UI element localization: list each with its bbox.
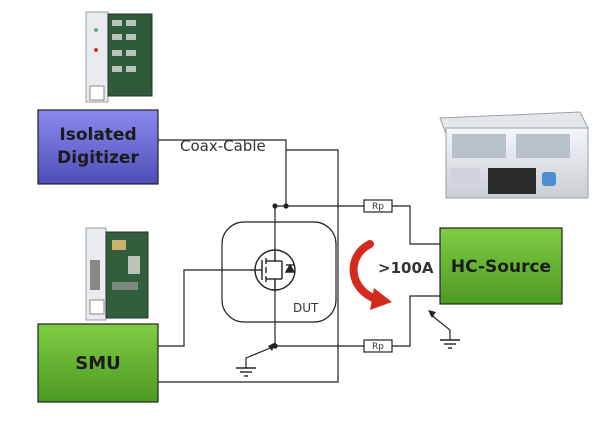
isolated-digitizer-block: Isolated Digitizer [37, 109, 159, 185]
sense-wire [158, 149, 339, 383]
resistor-bottom: Rp [363, 339, 393, 353]
hc-source-label: HC-Source [451, 257, 551, 277]
coax-wire [158, 139, 287, 206]
coax-cable-label: Coax-Cable [180, 137, 266, 155]
ground-wire-left [245, 345, 276, 368]
isolated-digitizer-line1: Isolated [59, 125, 136, 145]
ground-symbol-icon-right [440, 339, 460, 349]
hc-source-block: HC-Source [439, 227, 563, 305]
dut-enclosure [221, 221, 337, 323]
curved-arrow-icon [349, 240, 392, 310]
rack-chassis-icon [439, 111, 589, 199]
smu-label: SMU [75, 353, 121, 374]
smu-block: SMU [37, 323, 159, 403]
bottom-rail-right [392, 295, 440, 347]
arrow-tips [268, 310, 436, 351]
ground-symbol-icon [236, 367, 256, 377]
isolated-digitizer-line2: Digitizer [57, 148, 139, 168]
pxi-card-module-icon [85, 11, 153, 103]
wiring [158, 139, 451, 383]
gate-wire [158, 269, 250, 347]
resistor-bottom-label: Rp [372, 342, 384, 352]
mosfet-symbol-icon [250, 249, 296, 292]
pxi-card-module-icon-smu [85, 227, 149, 321]
resistor-top: Rp [363, 199, 393, 213]
dut-label: DUT [293, 301, 319, 315]
resistor-top-label: Rp [372, 202, 384, 212]
top-rail-right [392, 205, 440, 245]
ground-wire-right [429, 313, 451, 340]
current-label: >100A [378, 259, 434, 277]
